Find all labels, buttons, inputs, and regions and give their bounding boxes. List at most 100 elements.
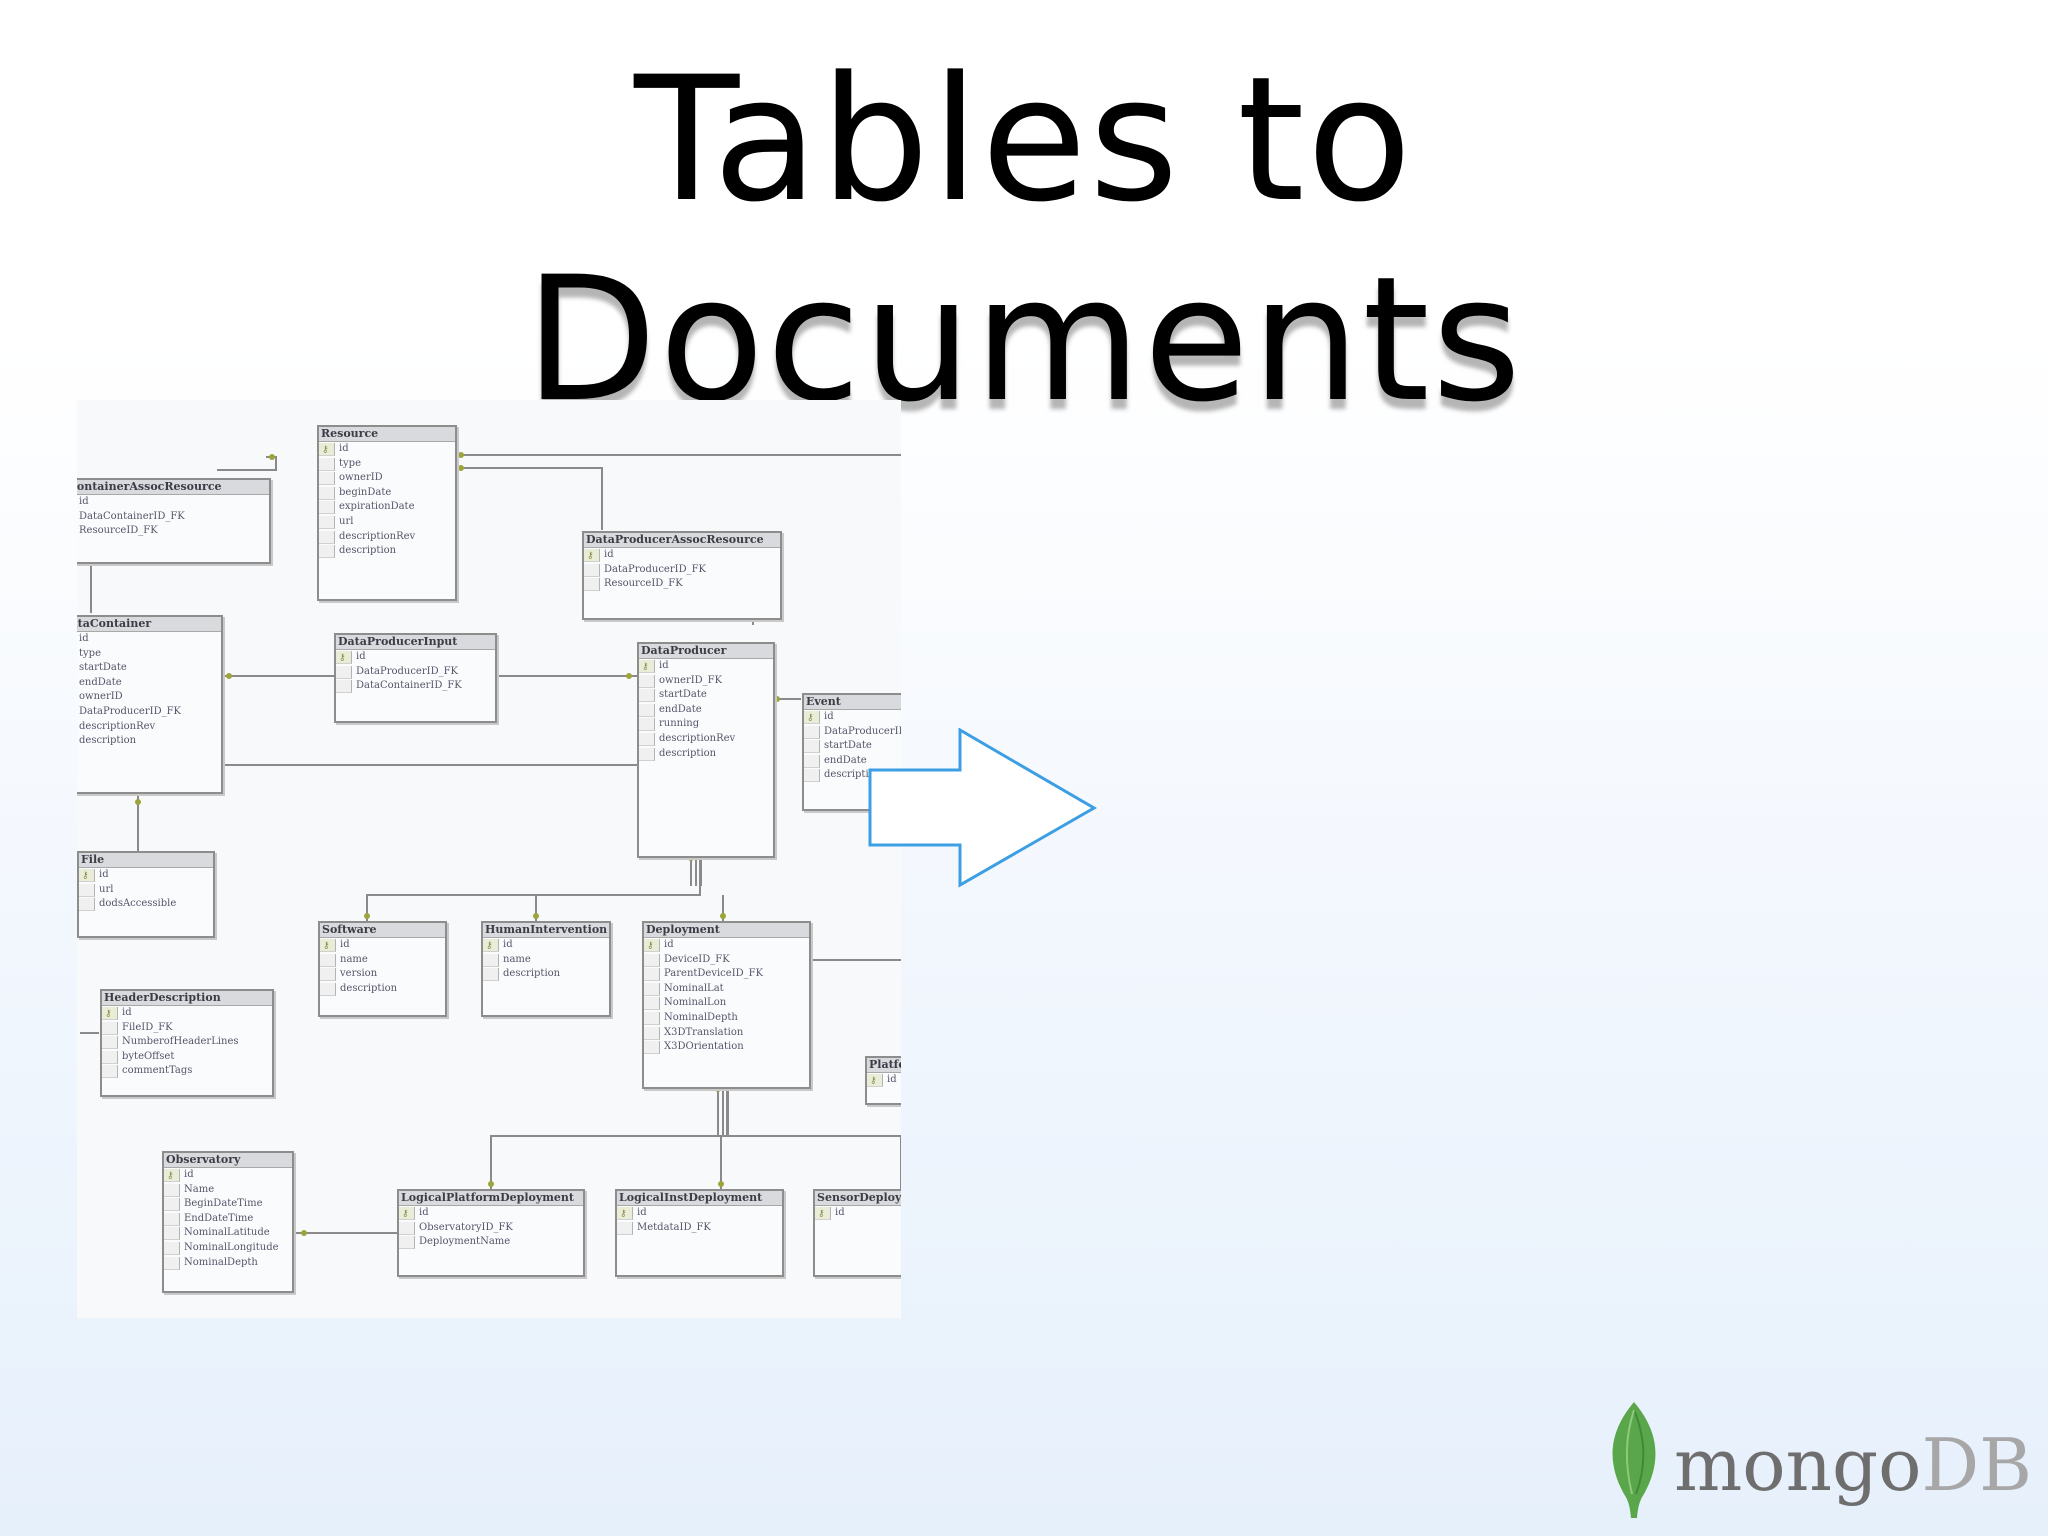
primary-key-icon: ⚷ [642, 662, 649, 672]
entity-column: id [617, 1206, 782, 1221]
entity-column: NominalLongitude [164, 1241, 292, 1256]
entity-column: url [79, 883, 213, 898]
entity-table-name: Software [320, 923, 445, 938]
primary-key-icon: ⚷ [807, 713, 814, 723]
entity-column: type [77, 647, 221, 662]
er-diagram: aContainerAssocResourceid⚷DataContainerI… [77, 400, 901, 1318]
entity-table: Platfoid⚷ [865, 1056, 901, 1105]
primary-key-icon: ⚷ [105, 1009, 112, 1019]
primary-key-icon: ⚷ [587, 551, 594, 561]
slide-title: Tables to Documents [0, 40, 2048, 440]
entity-column: id [399, 1206, 583, 1221]
entity-column: version [320, 967, 445, 982]
entity-column: id [644, 938, 809, 953]
entity-table-name: DataProducerAssocResource [584, 533, 780, 548]
entity-column: BeginDateTime [164, 1197, 292, 1212]
entity-column: DataProducerID [804, 725, 901, 740]
entity-column: NominalLon [644, 996, 809, 1011]
entity-column: descriptionRev [319, 530, 455, 545]
entity-column: X3DTranslation [644, 1026, 809, 1041]
entity-column: NominalLatitude [164, 1226, 292, 1241]
primary-key-icon: ⚷ [870, 1076, 877, 1086]
entity-column: ownerID_FK [639, 674, 773, 689]
entity-table-name: DataProducer [639, 644, 773, 659]
entity-column: expirationDate [319, 500, 455, 515]
entity-table-name: LogicalInstDeployment [617, 1191, 782, 1206]
entity-column: id [320, 938, 445, 953]
entity-column: ParentDeviceID_FK [644, 967, 809, 982]
entity-column: id [867, 1073, 901, 1088]
entity-column: name [483, 953, 609, 968]
entity-column: NominalDepth [164, 1256, 292, 1271]
entity-column: startDate [77, 661, 221, 676]
entity-table: DataContainerid⚷typestartDateendDateowne… [77, 615, 223, 794]
entity-column: description [483, 967, 609, 982]
entity-column: ownerID [77, 690, 221, 705]
primary-key-icon: ⚷ [647, 941, 654, 951]
entity-column: id [639, 659, 773, 674]
entity-column: DataProducerID_FK [77, 705, 221, 720]
entity-column: X3DOrientation [644, 1040, 809, 1055]
entity-table: aContainerAssocResourceid⚷DataContainerI… [77, 478, 271, 564]
entity-column: id [77, 632, 221, 647]
entity-column: id [336, 650, 495, 665]
entity-column: Name [164, 1183, 292, 1198]
entity-table-name: Resource [319, 427, 455, 442]
entity-column: id [77, 495, 269, 510]
entity-column: description [319, 544, 455, 559]
entity-column: DeviceID_FK [644, 953, 809, 968]
entity-column: id [319, 442, 455, 457]
relationship-lines [80, 452, 901, 1236]
entity-column: startDate [804, 739, 901, 754]
entity-column: descriptionRev [77, 720, 221, 735]
entity-column: byteOffset [102, 1050, 272, 1065]
entity-column: NominalDepth [644, 1011, 809, 1026]
primary-key-icon: ⚷ [167, 1171, 174, 1181]
entity-column: endDate [77, 676, 221, 691]
primary-key-icon: ⚷ [339, 653, 346, 663]
entity-table-name: DataContainer [77, 617, 221, 632]
entity-column: id [164, 1168, 292, 1183]
entity-table-name: DataProducerInput [336, 635, 495, 650]
entity-column: NominalLat [644, 982, 809, 997]
entity-column: url [319, 515, 455, 530]
primary-key-icon: ⚷ [82, 871, 89, 881]
entity-table-name: HumanIntervention [483, 923, 609, 938]
primary-key-icon: ⚷ [818, 1209, 825, 1219]
entity-column: running [639, 717, 773, 732]
entity-column: descriptio [804, 768, 901, 783]
entity-column: DataContainerID_FK [336, 679, 495, 694]
entity-column: DataProducerID_FK [336, 665, 495, 680]
entity-column: endDate [804, 754, 901, 769]
entity-table-name: aContainerAssocResource [77, 480, 269, 495]
entity-column: id [79, 868, 213, 883]
entity-column: commentTags [102, 1064, 272, 1079]
entity-column: id [804, 710, 901, 725]
entity-column: endDate [639, 703, 773, 718]
entity-table-name: Deployment [644, 923, 809, 938]
entity-column: descriptionRev [639, 732, 773, 747]
entity-column: DataProducerID_FK [584, 563, 780, 578]
entity-column: EndDateTime [164, 1212, 292, 1227]
primary-key-icon: ⚷ [486, 941, 493, 951]
logo-word-mongo: mongo [1674, 1423, 1922, 1507]
entity-column: id [102, 1006, 272, 1021]
entity-column: FileID_FK [102, 1021, 272, 1036]
entity-column: description [77, 734, 221, 749]
entity-column: DeploymentName [399, 1235, 583, 1250]
entity-column: type [319, 457, 455, 472]
entity-column: startDate [639, 688, 773, 703]
primary-key-icon: ⚷ [402, 1209, 409, 1219]
entity-column: id [483, 938, 609, 953]
entity-table: SensorDeploymid⚷ [813, 1189, 901, 1277]
arrow-shape [868, 728, 1097, 888]
primary-key-icon: ⚷ [322, 445, 329, 455]
entity-column: id [584, 548, 780, 563]
